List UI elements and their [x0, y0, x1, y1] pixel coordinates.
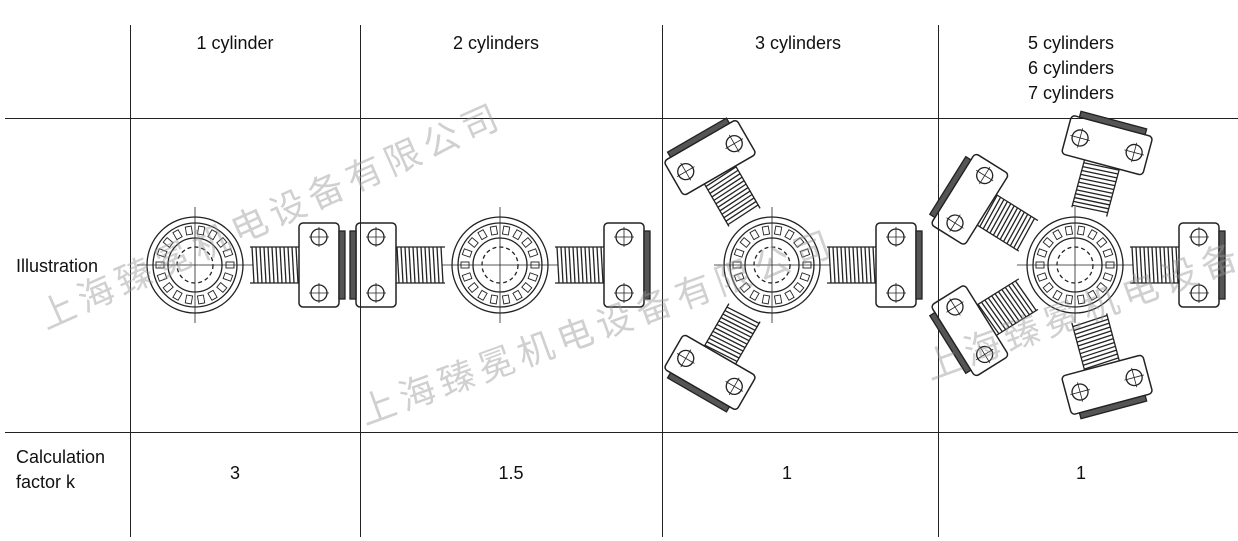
column-divider: [130, 25, 131, 537]
row-label-illustration: Illustration: [16, 256, 99, 276]
cylinder-unit: [664, 117, 761, 227]
cylinder-unit: [664, 303, 761, 413]
factor-value-3: 1: [781, 463, 792, 483]
cylinder-unit: [349, 222, 445, 308]
header-2-cylinders: 2 cylinders: [452, 33, 540, 53]
cylinder-unit: [1061, 313, 1153, 420]
factor-value-5-7: 1: [1075, 463, 1086, 483]
bearing-assembly: [664, 117, 923, 413]
factor-value-1: 3: [229, 463, 240, 483]
cylinder-unit: [250, 222, 346, 308]
row-divider: [5, 118, 1238, 119]
cylinder-unit: [928, 153, 1039, 252]
cylinder-unit: [928, 278, 1039, 377]
bearing-assembly: [137, 207, 346, 323]
bearing-assembly: [349, 207, 651, 323]
column-divider: [662, 25, 663, 537]
header-5-7-cylinders: 5 cylinders 6 cylinders 7 cylinders: [938, 31, 1204, 106]
column-divider: [938, 25, 939, 537]
header-line: 5 cylinders: [1027, 33, 1115, 53]
header-line: 6 cylinders: [1027, 58, 1115, 78]
header-1-cylinder: 1 cylinder: [196, 33, 274, 53]
factor-value-2: 1.5: [498, 463, 524, 483]
row-divider: [5, 432, 1238, 433]
row-label-factor: Calculation factor k: [16, 445, 105, 495]
cylinder-unit: [555, 222, 651, 308]
cylinder-unit: [1130, 222, 1226, 308]
cylinder-unit: [827, 222, 923, 308]
header-line: 7 cylinders: [1027, 83, 1115, 103]
row-label-line: Calculation: [16, 447, 106, 467]
column-divider: [360, 25, 361, 537]
cylinder-unit: [1061, 110, 1153, 217]
bearing-assembly: [928, 110, 1226, 420]
row-label-line: factor k: [16, 472, 76, 492]
header-3-cylinders: 3 cylinders: [754, 33, 842, 53]
